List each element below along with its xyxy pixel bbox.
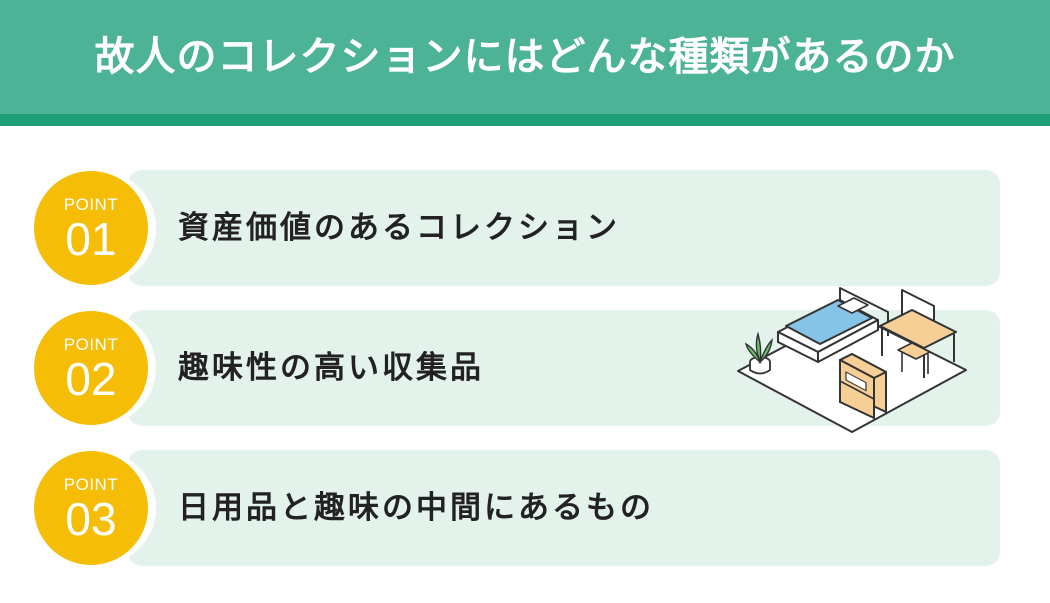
list-item-point-1: POINT 01 資産価値のあるコレクション [0, 170, 1050, 286]
point-bar [128, 170, 1000, 286]
header-strip [0, 114, 1050, 126]
point-badge-number: 01 [65, 213, 117, 265]
point-badge: POINT 01 [34, 171, 148, 285]
point-badge: POINT 03 [34, 451, 148, 565]
point-badge-number: 03 [65, 493, 117, 545]
page-title: 故人のコレクションにはどんな種類があるのか [94, 34, 956, 80]
point-text: 趣味性の高い収集品 [178, 350, 484, 386]
point-text: 資産価値のあるコレクション [178, 210, 620, 246]
point-bar [128, 450, 1000, 566]
point-badge-label: POINT [63, 475, 119, 494]
list-item-point-3: POINT 03 日用品と趣味の中間にあるもの [0, 450, 1050, 566]
point-badge-label: POINT [63, 195, 119, 214]
point-badge-label: POINT [63, 335, 119, 354]
bedroom-room-icon [737, 287, 967, 433]
header-banner [0, 0, 1050, 114]
point-badge-number: 02 [65, 353, 117, 405]
point-text: 日用品と趣味の中間にあるもの [178, 490, 654, 526]
point-badge: POINT 02 [34, 311, 148, 425]
